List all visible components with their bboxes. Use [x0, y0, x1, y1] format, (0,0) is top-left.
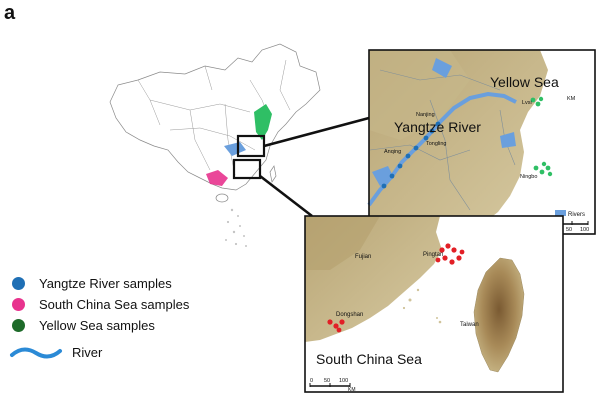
blue-region-overview: [224, 142, 246, 156]
bottom-scale-bar: 0 50 100 KM: [309, 378, 356, 393]
rivers-legend-label: Rivers: [568, 212, 585, 218]
place-dongshan: Dongshan: [336, 312, 363, 318]
city-anqing: Anqing: [384, 149, 401, 155]
city-nanjing: Nanjing: [416, 112, 435, 118]
magenta-dot-icon: [12, 298, 25, 311]
bottom-inset-map: Fujian Pingtan Dongshan Taiwan South Chi…: [304, 215, 564, 393]
top-inset-map: Yellow Sea Yangtze River Nanjing Tonglin…: [367, 49, 596, 235]
legend-item-south-china-sea: South China Sea samples: [12, 297, 189, 312]
legend-label-river: River: [72, 345, 103, 360]
lake-3: [500, 132, 516, 148]
legend-label-south-china-sea: South China Sea samples: [39, 297, 190, 312]
city-ningbo: Ningbo: [520, 174, 537, 180]
lake-1: [372, 166, 394, 186]
place-pingtan: Pingtan: [423, 252, 443, 258]
label-south-china-sea: South China Sea: [316, 351, 422, 367]
rivers-legend-swatch: [555, 210, 566, 216]
lake-2: [432, 58, 452, 78]
gray-islands: [225, 208, 247, 247]
blue-dot-icon: [12, 277, 25, 290]
svg-text:0: 0: [310, 378, 313, 384]
connector-top: [263, 116, 370, 148]
yellow-sea-sample-points: [530, 96, 553, 177]
yangtze-sample-points: [381, 121, 441, 189]
hainan-island: [215, 193, 229, 203]
province-borders: [137, 59, 291, 176]
place-taiwan: Taiwan: [460, 322, 479, 328]
china-overview-map: [109, 43, 321, 203]
city-tongling: Tongling: [426, 141, 447, 147]
legend-label-yangtze: Yangtze River samples: [39, 276, 172, 291]
label-yellow-sea: Yellow Sea: [490, 74, 559, 90]
legend-label-yellow-sea: Yellow Sea samples: [39, 318, 155, 333]
legend-item-yangtze: Yangtze River samples: [12, 276, 172, 291]
china-outline: [109, 43, 321, 191]
coastal-islands: [402, 288, 442, 324]
yellow-sea-green-region: [254, 104, 272, 140]
place-fujian: Fujian: [355, 254, 371, 260]
legend-item-river: River: [72, 345, 102, 360]
taiwan-island-small: [269, 165, 277, 183]
magenta-region: [206, 170, 228, 186]
svg-text:50: 50: [324, 378, 330, 384]
taiwan-island: [473, 257, 525, 373]
green-dot-icon: [12, 319, 25, 332]
selection-box-bottom: [232, 158, 262, 180]
connector-bottom: [259, 174, 313, 218]
city-lvsi: Lvsi: [522, 100, 532, 106]
panel-letter: a: [4, 2, 16, 24]
river-wave-icon: [10, 347, 62, 359]
svg-text:100: 100: [339, 378, 348, 384]
corner-unit-km: KM: [567, 96, 576, 102]
svg-text:50: 50: [566, 227, 572, 233]
label-yangtze-river: Yangtze River: [394, 119, 481, 135]
top-inset-borders: [369, 69, 516, 211]
svg-text:100: 100: [580, 227, 589, 233]
south-china-sea-sample-points: [327, 243, 465, 333]
legend-item-yellow-sea: Yellow Sea samples: [12, 318, 155, 333]
svg-text:KM: KM: [348, 387, 356, 393]
